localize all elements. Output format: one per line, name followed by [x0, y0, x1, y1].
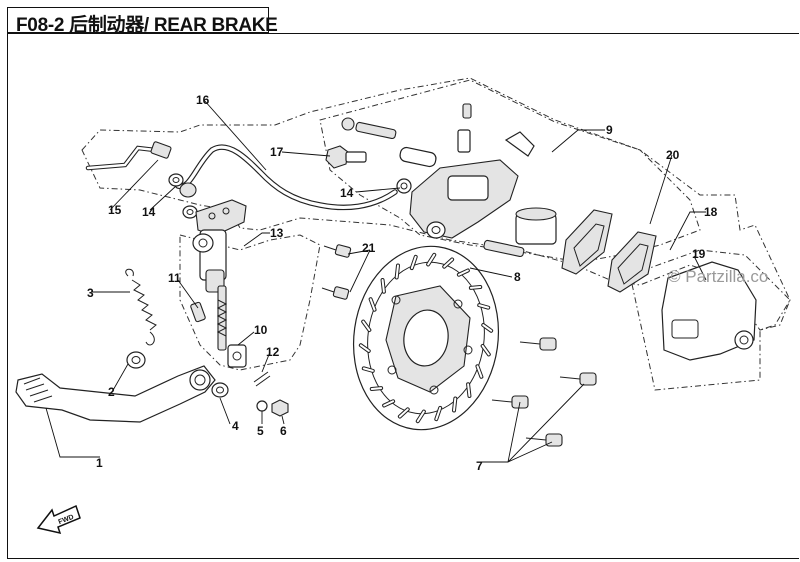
disc-slot-inner: [435, 406, 442, 421]
callout-9: 9: [606, 123, 613, 137]
master-cylinder-bolt-upper: [323, 244, 352, 258]
disc-slot-inner: [381, 279, 385, 293]
callout-13: 13: [270, 226, 284, 240]
washer-upper-hole: [172, 177, 180, 183]
disc-slot-inner: [416, 410, 425, 423]
pivot-bushing: [211, 382, 229, 398]
caliper-guide-bolt-lower: [483, 239, 525, 258]
callout-4: 4: [232, 419, 239, 433]
banjo-bolt: [325, 145, 367, 169]
spacer-washer-hole: [131, 356, 141, 364]
disc-slot-inner: [478, 304, 490, 309]
disc-slot-inner: [383, 400, 395, 407]
reservoir-pipe-core: [86, 146, 157, 170]
disc-slot-inner: [427, 253, 436, 266]
caliper-bracket: [661, 261, 757, 361]
callout-6: 6: [280, 424, 287, 438]
disc-slots: [358, 252, 494, 424]
disc-slot-inner: [481, 344, 490, 356]
disc-slot-inner: [370, 387, 383, 390]
disc-slot-inner: [476, 365, 483, 378]
brake-pad-inner: [561, 209, 613, 275]
callout-5: 5: [257, 424, 264, 438]
assembly-outline-bracket: [629, 249, 791, 391]
bleeder-valve: [457, 103, 472, 153]
leader-lines: [45, 99, 707, 463]
page-title: F08-2 后制动器/ REAR BRAKE: [16, 15, 278, 36]
master-cylinder-bolt-lower: [321, 286, 350, 300]
brake-hose-core: [176, 145, 397, 210]
caliper-pin-sleeve: [399, 146, 437, 168]
disc-slot-inner: [443, 258, 454, 268]
callout-2: 2: [108, 385, 115, 399]
pipe-fitting: [150, 141, 172, 159]
spacer-washer: [126, 351, 146, 369]
caliper-body: [409, 159, 519, 239]
disc-slot-inner: [362, 367, 374, 372]
washer-upper: [168, 173, 184, 187]
banjo-bolt-head: [179, 182, 197, 198]
disc-slot-inner: [359, 344, 370, 352]
callout-17: 17: [270, 145, 284, 159]
disc-bolt-3: [491, 395, 529, 409]
mount-bolt: [190, 301, 206, 323]
callout-14b: 14: [340, 186, 354, 200]
callout-10: 10: [254, 323, 268, 337]
disc-slot-inner: [467, 383, 471, 397]
brake-pad-outer: [607, 231, 657, 293]
callout-18: 18: [704, 205, 718, 219]
disc-bolt-1: [519, 337, 557, 351]
disc-slot-inner: [395, 264, 399, 279]
callout-14a: 14: [142, 205, 156, 219]
watermark-text: © Partzilla.co: [668, 267, 768, 286]
cotter-pin: [253, 371, 271, 387]
bolt-washer: [256, 400, 268, 412]
disc-slot-inner: [369, 298, 376, 311]
disc-slot-inner: [410, 255, 417, 270]
caliper-guide-bolt-upper: [341, 117, 397, 140]
push-rod-assembly: [216, 285, 247, 368]
disc-slot-inner: [453, 397, 457, 412]
callout-20: 20: [666, 148, 680, 162]
callout-16: 16: [196, 93, 210, 107]
callout-19: 19: [692, 247, 706, 261]
assembly-outline-pedal: [179, 234, 321, 371]
pivot-bolt: [271, 399, 289, 417]
callout-12: 12: [266, 345, 280, 359]
disc-slot-inner: [457, 269, 469, 276]
title-box: F08-2 后制动器/ REAR BRAKE: [7, 7, 278, 36]
caliper-washer: [396, 178, 412, 194]
caliper-washer-hole: [400, 182, 408, 190]
callout-1: 1: [96, 456, 103, 470]
callout-11: 11: [168, 271, 181, 285]
disc-bolt-2: [559, 372, 597, 386]
disc-bolt-4: [525, 433, 563, 447]
brake-disc: [352, 245, 500, 431]
master-cylinder: [192, 199, 247, 293]
return-spring: [125, 268, 157, 346]
caliper-piston: [515, 207, 557, 245]
callout-7: 7: [476, 459, 483, 473]
washer-lower-hole: [186, 209, 194, 215]
disc-slot-inner: [469, 286, 482, 289]
disc-slot-inner: [362, 320, 371, 332]
callout-3: 3: [87, 286, 94, 300]
brake-pedal: [15, 365, 216, 423]
disc-slot-inner: [482, 324, 493, 332]
callout-8: 8: [514, 270, 521, 284]
washer-lower: [182, 205, 198, 219]
disc-slot-inner: [398, 408, 409, 418]
pad-spring-clip: [504, 131, 535, 157]
forward-direction-arrow-icon: FWD: [36, 504, 81, 535]
pivot-bushing-hole: [216, 386, 224, 394]
callout-15: 15: [108, 203, 122, 217]
callout-21: 21: [362, 241, 376, 255]
diagram-frame: [7, 33, 799, 559]
